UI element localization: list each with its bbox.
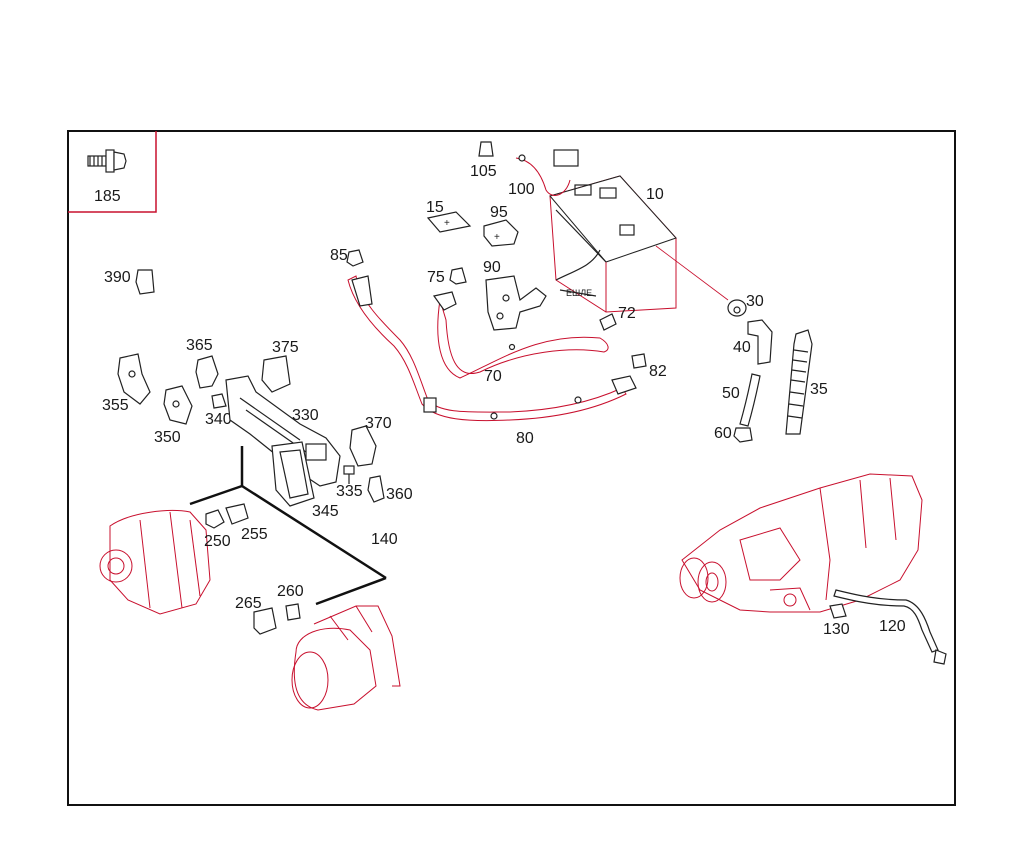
callout-345: 345 — [312, 503, 339, 520]
transmission[interactable] — [679, 473, 923, 613]
group-line-140 — [189, 446, 387, 606]
callout-105: 105 — [470, 163, 497, 180]
callout-130: 130 — [823, 621, 850, 638]
callout-90: 90 — [483, 259, 501, 276]
part-365[interactable] — [195, 355, 219, 389]
part-355[interactable] — [117, 353, 151, 405]
part-70[interactable] — [432, 291, 609, 379]
part-335[interactable] — [343, 465, 355, 484]
part-35[interactable] — [785, 329, 813, 435]
callout-355: 355 — [102, 397, 129, 414]
inset-box-185[interactable]: 185 — [68, 131, 157, 213]
callout-60: 60 — [714, 425, 732, 442]
callout-330: 330 — [292, 407, 319, 424]
callout-260: 260 — [277, 583, 304, 600]
part-265[interactable] — [253, 607, 277, 635]
svg-text:+: + — [444, 218, 450, 229]
part-390[interactable] — [135, 269, 155, 295]
part-105[interactable] — [478, 141, 494, 157]
callout-375: 375 — [272, 339, 299, 356]
alternator[interactable] — [99, 510, 211, 615]
part-255[interactable] — [225, 503, 249, 525]
part-72[interactable] — [555, 249, 617, 331]
part-350[interactable] — [163, 385, 193, 425]
callout-390: 390 — [104, 269, 131, 286]
callout-70: 70 — [484, 368, 502, 385]
callout-250: 250 — [204, 533, 231, 550]
callout-120: 120 — [879, 618, 906, 635]
bolt-icon — [87, 149, 127, 173]
part-250[interactable] — [205, 509, 225, 529]
battery-10[interactable]: ЕШЛЕ — [549, 175, 677, 313]
callout-255: 255 — [241, 526, 268, 543]
part-50[interactable] — [739, 373, 761, 427]
callout-50: 50 — [722, 385, 740, 402]
part-100[interactable] — [515, 149, 579, 196]
callout-85: 85 — [330, 247, 348, 264]
part-130[interactable] — [829, 603, 847, 619]
part-345[interactable] — [271, 441, 315, 507]
inset-part-label: 185 — [94, 188, 121, 205]
part-30[interactable] — [727, 299, 747, 317]
callout-75: 75 — [427, 269, 445, 286]
callout-370: 370 — [365, 415, 392, 432]
part-260[interactable] — [285, 603, 301, 621]
starter-motor[interactable] — [291, 605, 401, 711]
callout-30: 30 — [746, 293, 764, 310]
callout-265: 265 — [235, 595, 262, 612]
part-85[interactable] — [346, 249, 364, 267]
callout-72: 72 — [618, 305, 636, 322]
part-375[interactable] — [261, 355, 291, 393]
callout-15: 15 — [426, 199, 444, 216]
callout-365: 365 — [186, 337, 213, 354]
callout-350: 350 — [154, 429, 181, 446]
callout-340: 340 — [205, 411, 232, 428]
svg-text:ЕШЛЕ: ЕШЛЕ — [566, 288, 592, 298]
part-120[interactable] — [833, 589, 947, 665]
callout-140: 140 — [371, 531, 398, 548]
part-15[interactable]: + — [426, 211, 472, 233]
part-40[interactable] — [747, 319, 773, 365]
part-80[interactable] — [347, 275, 637, 422]
callout-10: 10 — [646, 186, 664, 203]
callout-80: 80 — [516, 430, 534, 447]
part-82[interactable] — [631, 353, 647, 369]
diagram-frame — [67, 130, 956, 806]
part-95[interactable]: + — [483, 219, 519, 247]
callout-35: 35 — [810, 381, 828, 398]
callout-40: 40 — [733, 339, 751, 356]
part-370[interactable] — [349, 425, 377, 467]
callout-95: 95 — [490, 204, 508, 221]
callout-82: 82 — [649, 363, 667, 380]
part-360[interactable] — [367, 475, 385, 503]
callout-360: 360 — [386, 486, 413, 503]
part-75[interactable] — [449, 267, 467, 285]
callout-335: 335 — [336, 483, 363, 500]
callout-100: 100 — [508, 181, 535, 198]
svg-text:+: + — [494, 232, 500, 243]
part-340[interactable] — [211, 393, 227, 409]
part-60[interactable] — [733, 427, 753, 443]
part-90[interactable] — [485, 275, 547, 331]
